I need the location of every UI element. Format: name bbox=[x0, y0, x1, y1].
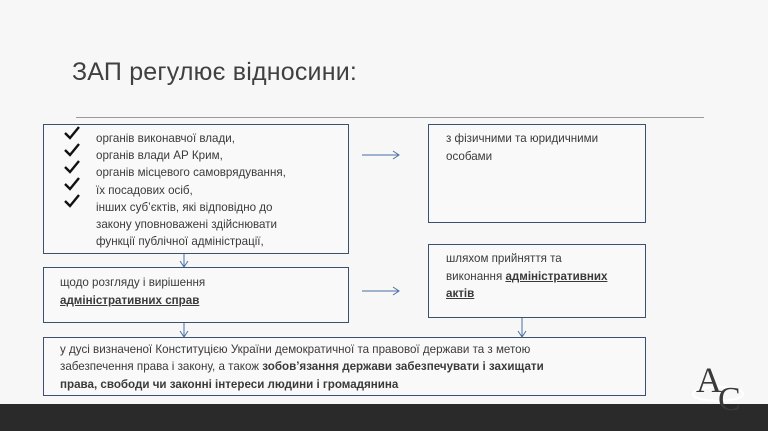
cases-line: щодо розгляду і вирішення bbox=[60, 276, 206, 289]
arrow-down-icon bbox=[517, 318, 527, 338]
acts-box bbox=[428, 244, 646, 318]
subject-item: функції публічної адміністрації, bbox=[96, 235, 264, 249]
persons-text: з фізичними та юридичними особами bbox=[446, 130, 641, 165]
spirit-box bbox=[43, 337, 646, 396]
checkmark-icon bbox=[62, 175, 82, 192]
logo-letter-c: С bbox=[718, 381, 741, 416]
persons-line: особами bbox=[446, 149, 493, 163]
logo-letter-a: А bbox=[696, 360, 722, 400]
spirit-text: у дусі визначеної Конституцією України д… bbox=[60, 341, 640, 393]
spirit-plain: забезпечення права і закону, а також bbox=[60, 360, 263, 374]
arrow-right-icon bbox=[362, 286, 400, 296]
cases-underlined: адміністративних справ bbox=[60, 293, 200, 307]
spirit-line: права, свободи чи законні інтереси людин… bbox=[60, 377, 399, 391]
persons-box bbox=[428, 124, 646, 223]
arrow-down-icon bbox=[179, 323, 189, 338]
cases-box bbox=[43, 267, 349, 323]
logo-icon: А С bbox=[691, 360, 745, 416]
acts-line: актів bbox=[446, 285, 641, 303]
checkmark-icon bbox=[62, 124, 82, 141]
subject-item: органів влади АР Крим, bbox=[96, 149, 223, 163]
footer-bar bbox=[0, 404, 768, 431]
slide-title: ЗАП регулює відносини: bbox=[72, 58, 358, 86]
spirit-line: забезпечення права і закону, а також зоб… bbox=[60, 358, 640, 375]
subject-item: закону уповноважені здійснювати bbox=[96, 218, 278, 232]
checkmark-column bbox=[62, 124, 82, 209]
acts-underlined: актів bbox=[446, 287, 475, 301]
arrow-right-icon bbox=[362, 150, 400, 160]
subject-item: органів місцевого самоврядування, bbox=[96, 166, 286, 180]
title-divider bbox=[76, 117, 704, 118]
spirit-bold: зобов’язання держави забезпечувати і зах… bbox=[262, 360, 544, 374]
subject-item: інших суб’єктів, які відповідно до bbox=[96, 200, 273, 214]
subjects-box bbox=[43, 124, 349, 254]
checkmark-icon bbox=[62, 158, 82, 175]
acts-line: шляхом прийняття та bbox=[446, 252, 562, 265]
acts-line: виконання адміністративних bbox=[446, 268, 641, 286]
cases-text: щодо розгляду і вирішення адміністративн… bbox=[60, 274, 340, 309]
subject-item: їх посадових осіб, bbox=[96, 183, 193, 197]
subjects-list: органів виконавчої влади, органів влади … bbox=[96, 130, 336, 250]
spirit-line: у дусі визначеної Конституцією України д… bbox=[60, 343, 531, 356]
acts-text: шляхом прийняття та виконання адміністра… bbox=[446, 250, 641, 303]
acts-plain: виконання bbox=[446, 269, 506, 283]
arrow-down-icon bbox=[179, 254, 189, 268]
subject-item: органів виконавчої влади, bbox=[96, 132, 235, 145]
checkmark-icon bbox=[62, 192, 82, 209]
acts-underlined: адміністративних bbox=[505, 269, 608, 283]
persons-line: з фізичними та юридичними bbox=[446, 132, 599, 145]
checkmark-icon bbox=[62, 141, 82, 158]
